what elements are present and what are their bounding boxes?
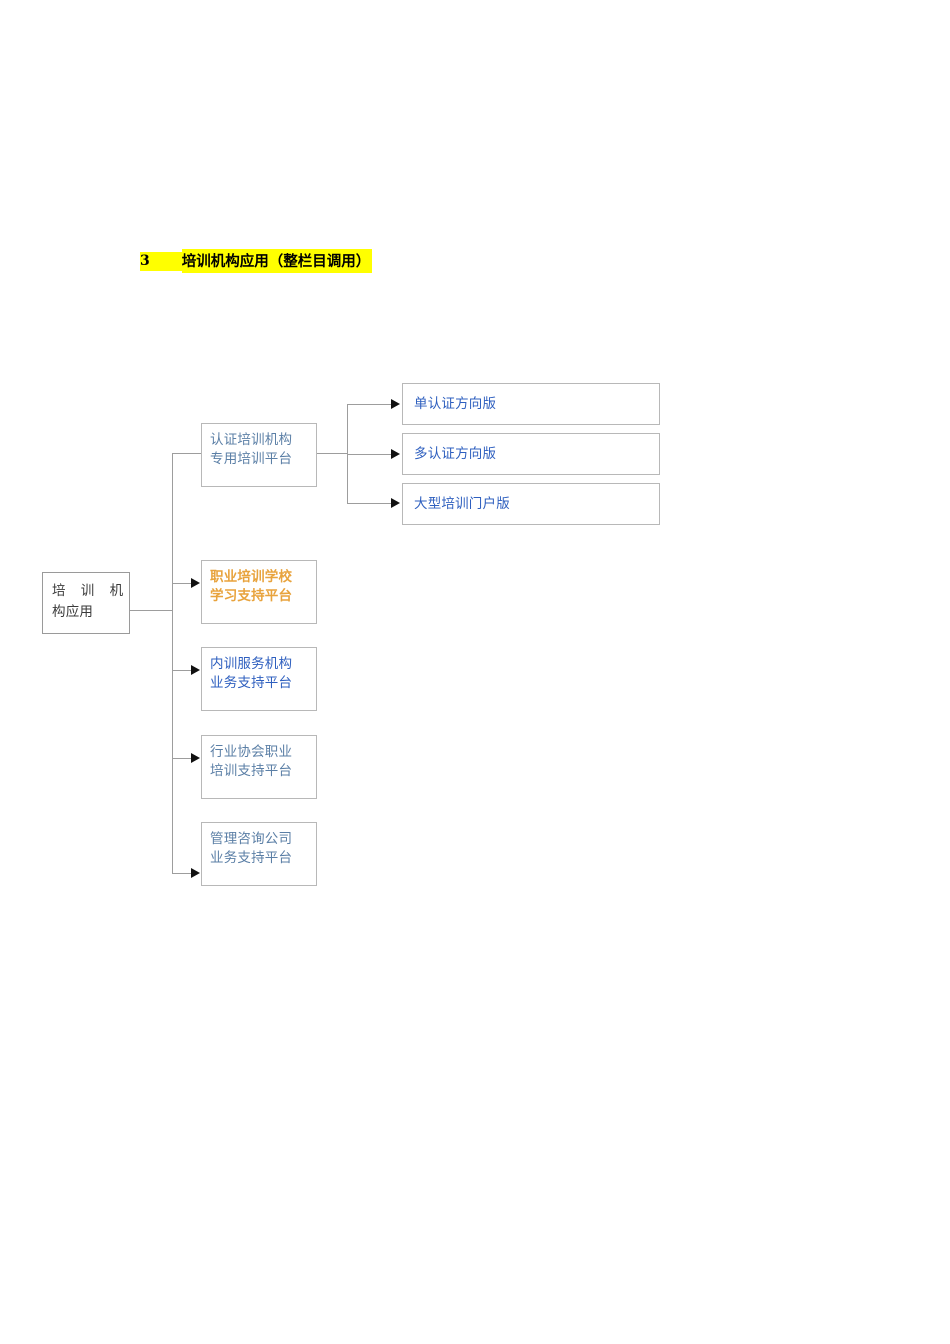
- node-large-training-portal-edition[interactable]: 大型培训门户版: [402, 483, 660, 525]
- heading-number: 3: [140, 251, 150, 271]
- node-internal-training-platform[interactable]: 内训服务机构 业务支持平台: [201, 647, 317, 711]
- node-label: 管理咨询公司 业务支持平台: [210, 831, 293, 866]
- connector-branch-4: [172, 758, 193, 759]
- node-root-label-line1: 培 训 机: [52, 583, 129, 599]
- node-certified-training-platform[interactable]: 认证培训机构 专用培训平台: [201, 423, 317, 487]
- heading-title: 培训机构应用（整栏目调用）: [181, 249, 373, 273]
- heading-spacer: [149, 251, 182, 271]
- node-root[interactable]: 培 训 机构应用: [42, 572, 130, 634]
- arrowhead-sub-branch-3: [391, 498, 400, 508]
- section-heading: 3 培训机构应用（整栏目调用）: [140, 249, 373, 273]
- connector-sub-branch-2: [347, 454, 393, 455]
- node-root-label: 培 训 机构应用: [43, 573, 129, 623]
- connector-branch-2: [172, 583, 193, 584]
- node-industry-association-platform[interactable]: 行业协会职业 培训支持平台: [201, 735, 317, 799]
- connector-root-out: [130, 610, 173, 611]
- node-label: 内训服务机构 业务支持平台: [210, 656, 293, 691]
- node-label: 大型培训门户版: [414, 496, 510, 512]
- connector-sub-branch-1: [347, 404, 393, 405]
- connector-sub-trunk: [347, 404, 348, 503]
- arrowhead-branch-4: [191, 753, 200, 763]
- connector-main-trunk: [172, 453, 173, 873]
- connector-branch-3: [172, 670, 193, 671]
- node-label: 行业协会职业 培训支持平台: [210, 744, 293, 779]
- node-label: 单认证方向版: [414, 396, 497, 412]
- node-label: 多认证方向版: [414, 446, 497, 462]
- arrowhead-sub-branch-2: [391, 449, 400, 459]
- arrowhead-sub-branch-1: [391, 399, 400, 409]
- node-label: 职业培训学校 学习支持平台: [210, 569, 293, 604]
- node-consulting-company-platform[interactable]: 管理咨询公司 业务支持平台: [201, 822, 317, 886]
- arrowhead-branch-2: [191, 578, 200, 588]
- node-single-certification-edition[interactable]: 单认证方向版: [402, 383, 660, 425]
- connector-branch-1: [172, 453, 202, 454]
- node-multi-certification-edition[interactable]: 多认证方向版: [402, 433, 660, 475]
- arrowhead-branch-5: [191, 868, 200, 878]
- node-vocational-school-platform[interactable]: 职业培训学校 学习支持平台: [201, 560, 317, 624]
- arrowhead-branch-3: [191, 665, 200, 675]
- connector-sub-out: [317, 453, 348, 454]
- connector-sub-branch-3: [347, 503, 393, 504]
- connector-branch-5: [172, 873, 193, 874]
- node-root-label-line2: 构应用: [52, 604, 94, 620]
- node-label: 认证培训机构 专用培训平台: [210, 432, 293, 467]
